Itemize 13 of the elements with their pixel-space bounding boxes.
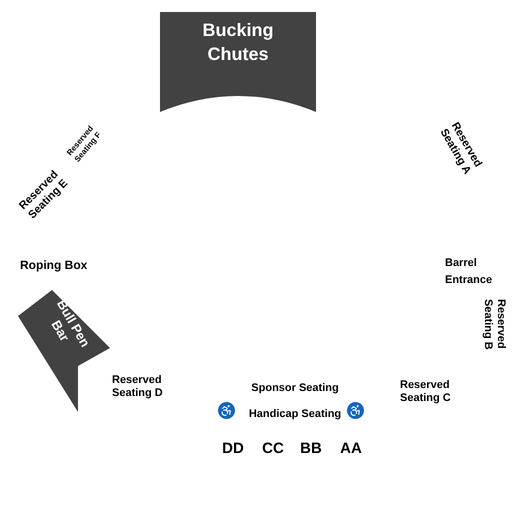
area-label: Handicap Seating xyxy=(248,407,342,422)
area-label: Roping Box xyxy=(20,257,88,274)
area-label: Reserved Seating C xyxy=(400,379,452,405)
section-label: Bucking Chutes xyxy=(201,19,274,66)
area-label: Reserved Seating B xyxy=(481,299,507,352)
area-label: CC xyxy=(261,439,285,459)
area-label: Sponsor Seating xyxy=(250,381,340,396)
area-label: DD xyxy=(221,439,245,459)
seating-section xyxy=(18,290,112,414)
area-label: BB xyxy=(299,439,323,459)
area-label: Reserved Seating D xyxy=(112,374,164,400)
area-label: Barrel Entrance xyxy=(445,256,494,288)
area-label: AA xyxy=(339,439,363,459)
